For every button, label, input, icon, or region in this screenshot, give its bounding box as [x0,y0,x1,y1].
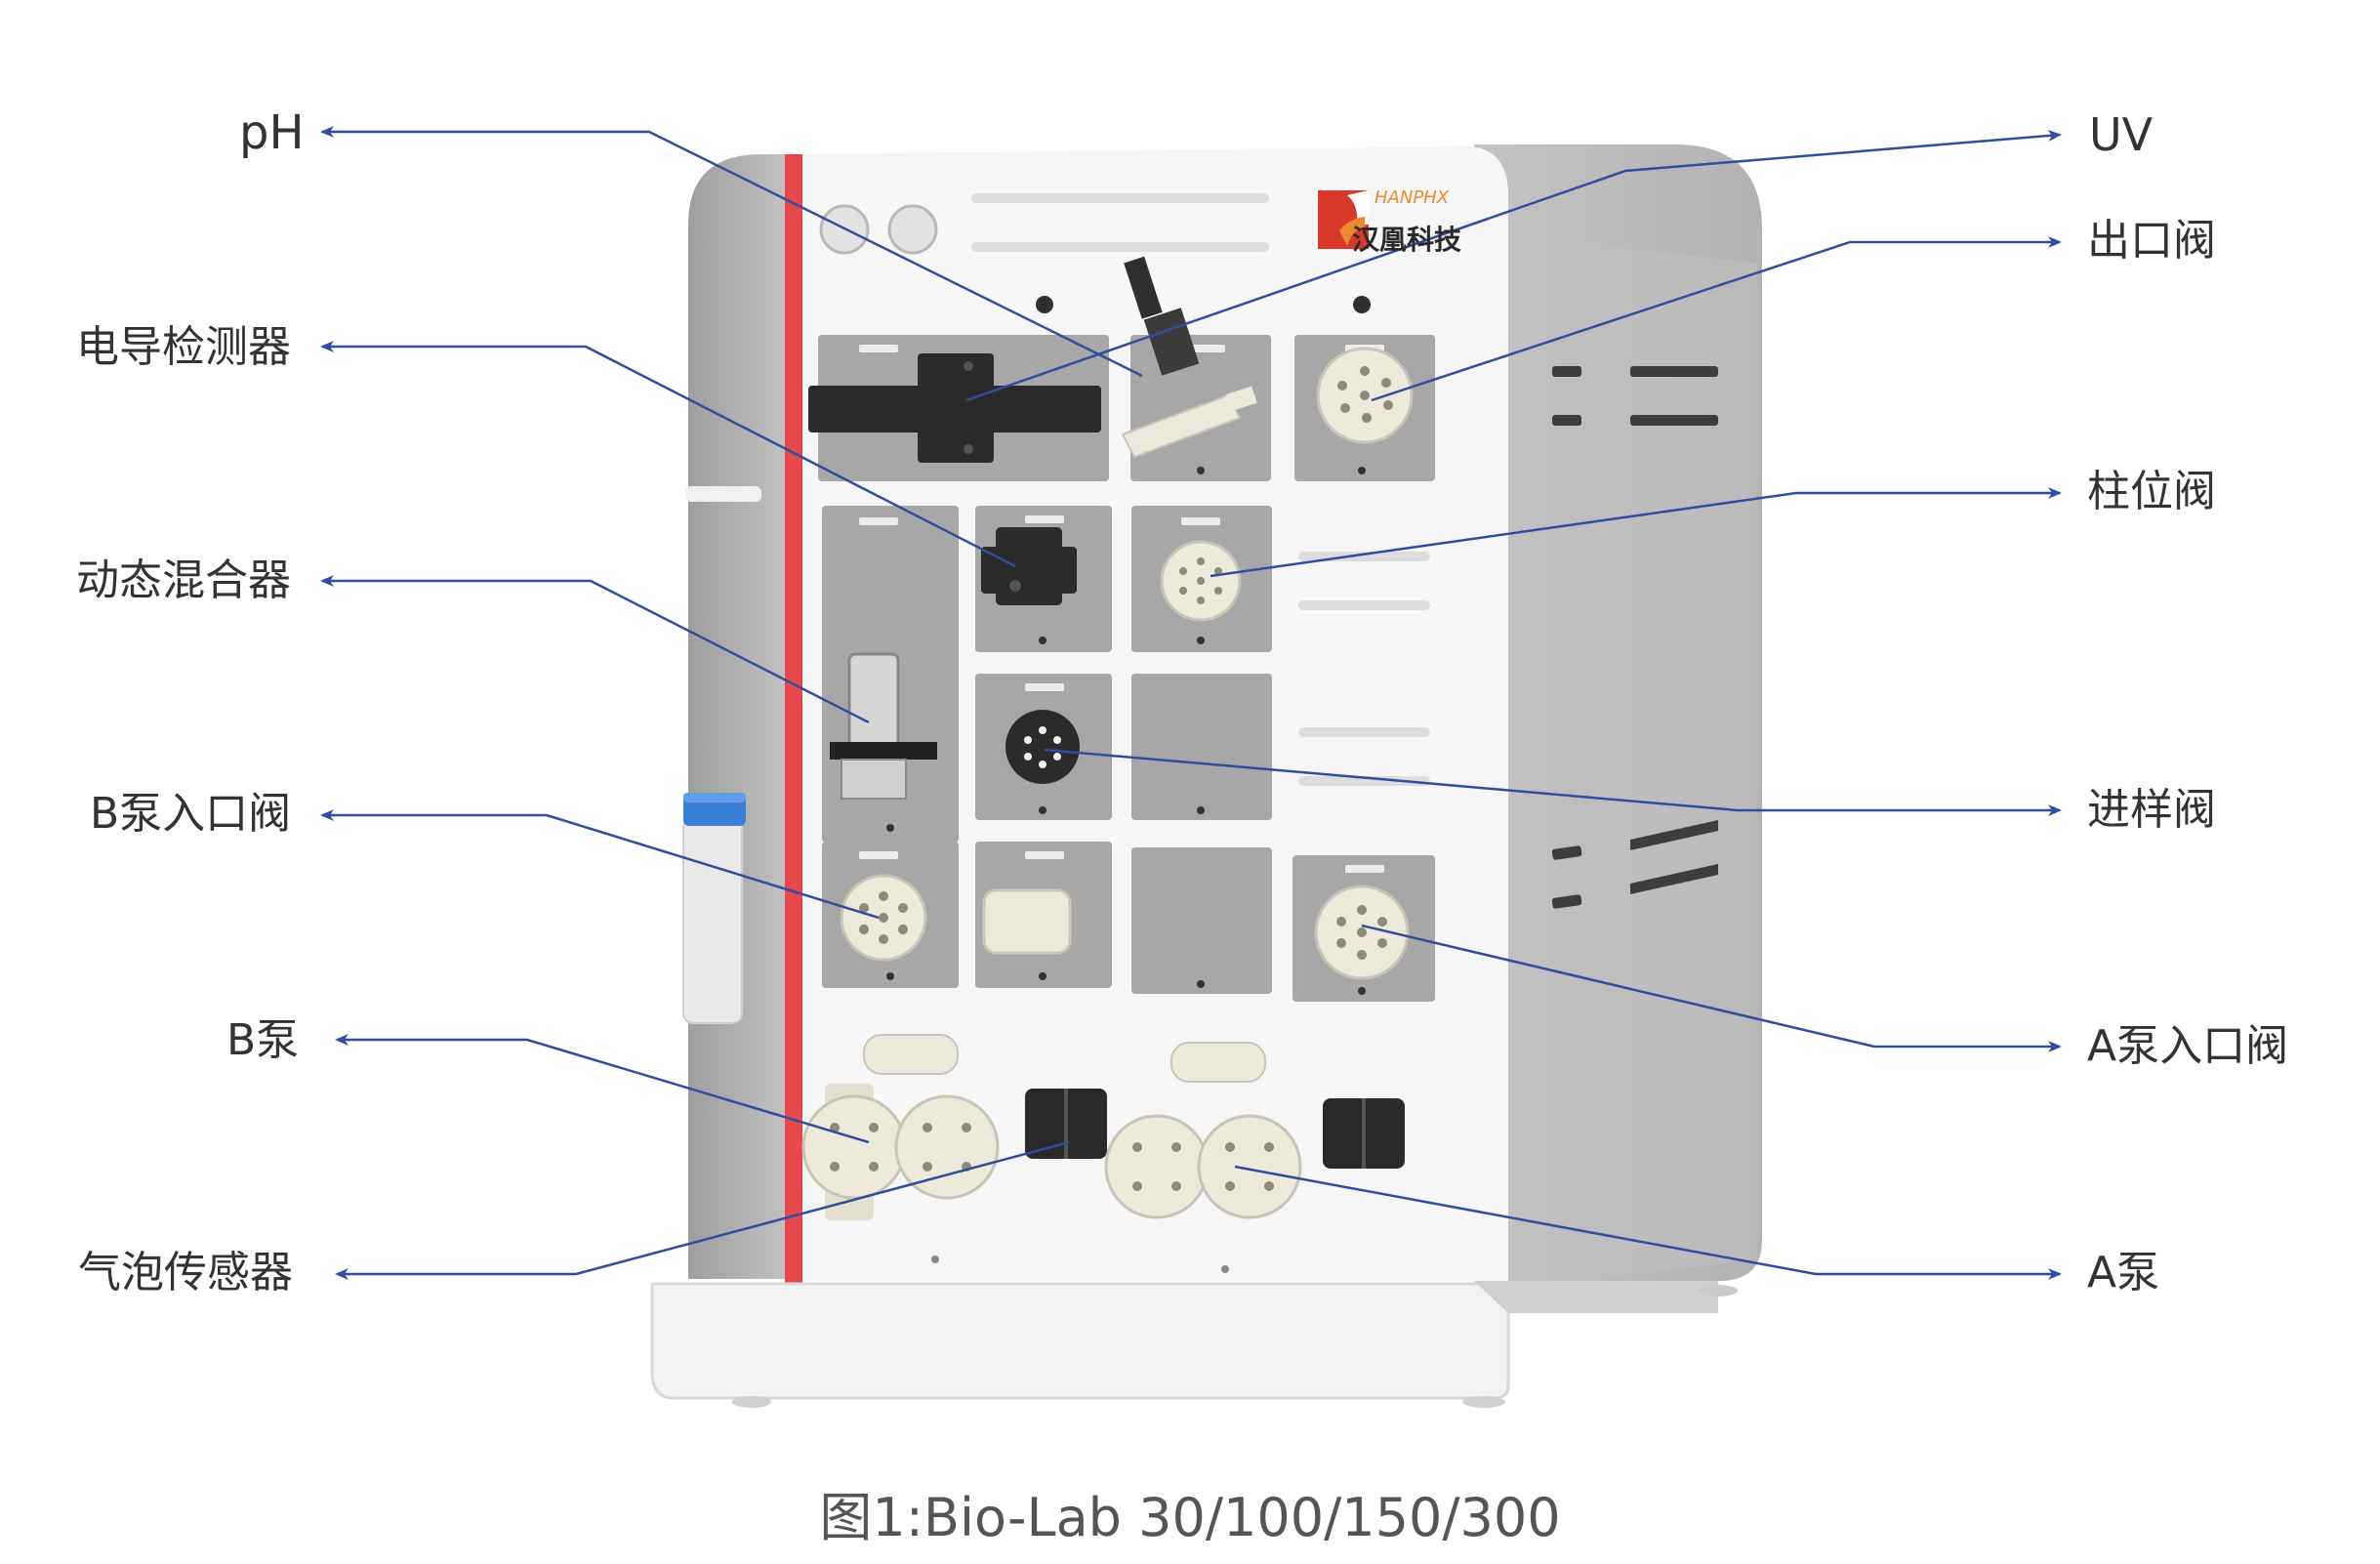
outlet-valve-head [1316,347,1414,444]
leader-injection [1044,748,2062,816]
label-injection-valve: 进样阀 [2087,785,2216,835]
module-blank-1 [1131,674,1272,820]
leader-ph [320,126,1143,378]
label-dynamic-mixer: 动态混合器 [76,556,291,605]
conductivity-detector [808,353,1101,463]
label-conductivity-detector: 电导检测器 [76,322,291,372]
leader-mixer [320,575,870,724]
label-a-pump-inlet-valve: A泵入口阀 [2087,1021,2289,1071]
a-pump-heads [1104,1042,1302,1219]
leader-outlet [1371,236,2062,402]
brand-latin: HANPHX [1375,187,1450,208]
brand-logo [1318,190,1369,249]
label-column-valve: 柱位阀 [2087,467,2216,516]
figure-caption: 图1:Bio-Lab 30/100/150/300 [819,1487,1561,1548]
a-inlet-valve-head [1314,885,1410,980]
side-vents [1551,366,1718,909]
leader-bubble [335,1140,1070,1280]
leader-column [1210,487,2062,578]
b-pump-heads [801,1034,1000,1220]
embossed-slots [971,193,1430,786]
leader-b-pump [335,1034,870,1144]
red-accent-stripe [785,154,802,1287]
leader-lines [320,126,2062,1280]
b-inlet-valve-head [840,874,927,962]
leader-a-inlet [1361,924,2062,1052]
dynamic-mixer [830,652,937,800]
left-side-panel [688,154,800,1279]
leader-a-pump [1234,1165,2062,1280]
right-side-inner [1591,244,1757,1279]
leader-uv [965,130,2062,402]
label-b-pump: B泵 [226,1015,300,1065]
pressure-sensor [982,888,1072,955]
leader-conductivity [320,341,1016,568]
label-uv: UV [2089,108,2154,161]
brand-name: 汉凰科技 [1352,224,1461,256]
injection-valve-head [1005,710,1080,784]
left-handle [685,486,761,502]
label-bubble-sensor: 气泡传感器 [78,1248,293,1297]
label-ph: pH [239,105,305,160]
label-a-pump: A泵 [2087,1248,2160,1297]
leader-b-inlet [320,809,880,920]
reservoir-bottle [682,817,743,1024]
module-blank-2 [1131,847,1272,994]
top-button-2 [887,204,938,255]
uv-flow-cell [981,527,1077,605]
base-tray [650,1282,1510,1400]
label-outlet-valve: 出口阀 [2087,216,2216,266]
column-valve-head [1160,540,1242,622]
label-b-pump-inlet-valve: B泵入口阀 [90,789,292,839]
